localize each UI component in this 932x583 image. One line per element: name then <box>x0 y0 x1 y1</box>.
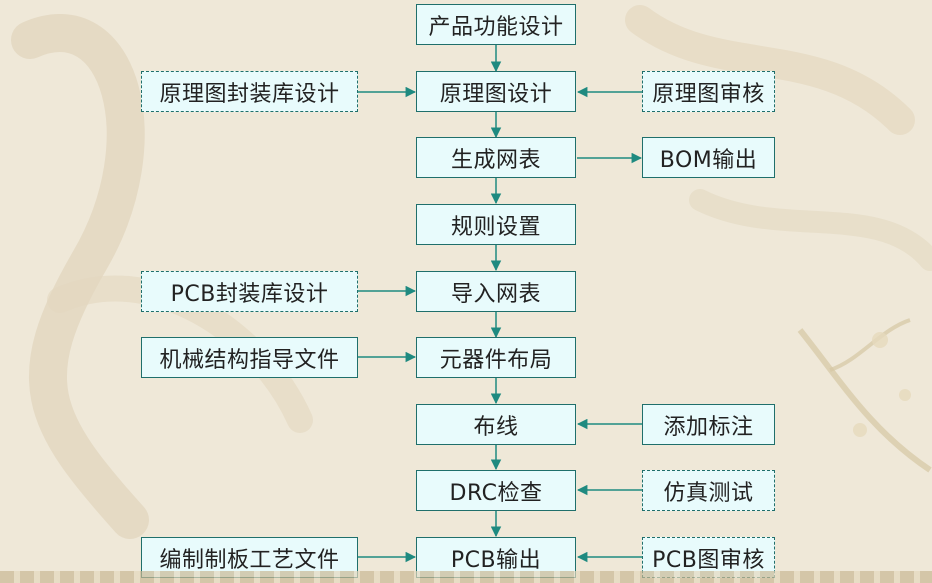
node-mechanical-structure-guide: 机械结构指导文件 <box>141 337 358 378</box>
node-add-annotation: 添加标注 <box>642 404 775 445</box>
node-drc-check: DRC检查 <box>416 470 576 511</box>
node-import-netlist: 导入网表 <box>416 271 576 312</box>
node-schematic-library-design: 原理图封装库设计 <box>141 71 358 112</box>
node-rule-settings: 规则设置 <box>416 204 576 245</box>
node-schematic-review: 原理图审核 <box>642 71 775 112</box>
node-pcb-footprint-library-design: PCB封装库设计 <box>141 271 358 312</box>
node-schematic-design: 原理图设计 <box>416 71 576 112</box>
node-simulation-test: 仿真测试 <box>642 470 775 511</box>
node-generate-netlist: 生成网表 <box>416 137 576 178</box>
node-product-function-design: 产品功能设计 <box>416 4 576 45</box>
node-component-placement: 元器件布局 <box>416 337 576 378</box>
node-bom-output: BOM输出 <box>642 137 775 178</box>
node-routing: 布线 <box>416 404 576 445</box>
decorative-bottom-border <box>0 571 932 583</box>
